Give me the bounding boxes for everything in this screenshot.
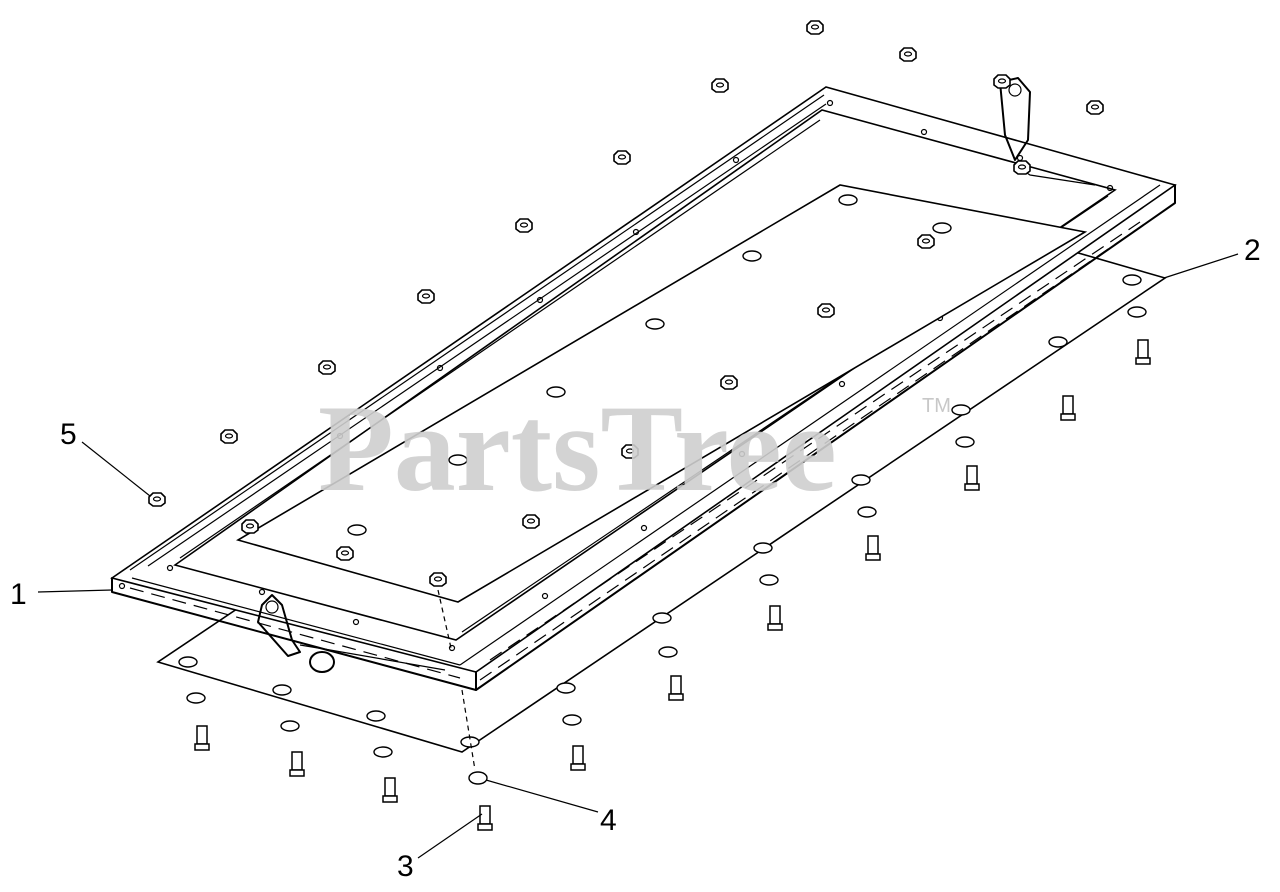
callout-5: 5	[60, 418, 151, 497]
frame-holes	[118, 99, 1114, 652]
callout-label-1: 1	[10, 578, 27, 611]
bolts	[194, 339, 1151, 831]
callout-label-2: 2	[1244, 234, 1261, 267]
top-plate	[235, 184, 1088, 603]
callout-4: 4	[485, 779, 617, 837]
hex-nuts	[148, 20, 1104, 587]
callout-2: 2	[1163, 234, 1261, 279]
callout-label-5: 5	[60, 418, 77, 451]
callout-3: 3	[397, 813, 483, 883]
watermark: PartsTree TM	[318, 380, 951, 517]
bottom-washers	[178, 274, 1147, 785]
top-washers	[347, 194, 952, 536]
watermark-brand: PartsTree	[318, 380, 837, 517]
callout-label-4: 4	[600, 804, 617, 837]
callout-1: 1	[10, 578, 113, 611]
watermark-trademark: TM	[922, 395, 951, 417]
callout-label-3: 3	[397, 850, 414, 883]
